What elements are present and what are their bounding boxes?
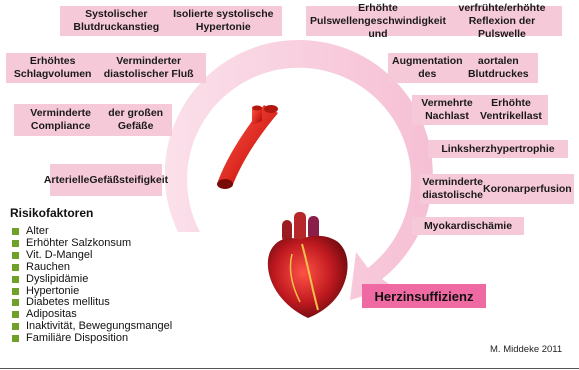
- box-line: Verminderte Compliance: [18, 107, 103, 133]
- outcome-heart-failure: Herzinsuffizienz: [362, 284, 486, 308]
- box-ischemia: Myokardischämie: [412, 217, 524, 235]
- box-line: Myokardischämie: [424, 220, 512, 233]
- box-line: Erhöhte Ventrikellast: [478, 97, 544, 123]
- box-stroke-volume: Erhöhtes Schlagvolumen Verminderter dias…: [6, 53, 206, 83]
- box-line: der großen Gefäße: [103, 107, 168, 133]
- box-line: Linksherzhypertrophie: [441, 143, 554, 156]
- risk-item: Rauchen: [12, 262, 172, 274]
- artery-icon: [200, 95, 285, 195]
- box-compliance: Verminderte Compliance der großen Gefäße: [14, 104, 172, 136]
- box-line: Verminderter diastolischer Fluß: [95, 55, 202, 81]
- box-coronary: Verminderte diastolische Koronarperfusio…: [420, 174, 574, 204]
- box-line: Gefäßsteifigkeit: [89, 174, 168, 187]
- box-line: Erhöhte Pulswellengeschwindigkeit und: [310, 2, 446, 41]
- box-line: verfrühte/erhöhte Reflexion der Pulswell…: [446, 2, 558, 41]
- box-afterload: Vermehrte Nachlast Erhöhte Ventrikellast: [412, 95, 548, 125]
- box-systolic: Systolischer Blutdruckanstieg Isolierte …: [60, 6, 282, 36]
- box-line: Erhöhtes Schlagvolumen: [10, 55, 95, 81]
- risk-item: Vit. D-Mangel: [12, 250, 172, 262]
- box-pwv: Erhöhte Pulswellengeschwindigkeit und ve…: [306, 6, 562, 36]
- box-line: Isolierte systolische Hypertonie: [169, 8, 278, 34]
- box-stiffness: Arterielle Gefäßsteifigkeit: [50, 164, 162, 196]
- risk-factors-list: Alter Erhöhter Salzkonsum Vit. D-Mangel …: [12, 226, 172, 345]
- box-line: Koronarperfusion: [483, 183, 572, 196]
- author-credit: M. Middeke 2011: [490, 344, 562, 355]
- box-line: Arterielle: [44, 174, 90, 187]
- footer-divider: [0, 368, 579, 369]
- risk-item: Familiäre Disposition: [12, 333, 172, 345]
- box-augmentation: Augmentation des aortalen Blutdruckes: [388, 53, 538, 83]
- risk-item: Dyslipidämie: [12, 274, 172, 286]
- box-lvh: Linksherzhypertrophie: [428, 140, 568, 158]
- box-line: Augmentation des: [392, 55, 463, 81]
- risk-factors-title: Risikofaktoren: [10, 206, 93, 220]
- box-line: Verminderte diastolische: [422, 176, 483, 202]
- box-line: Vermehrte Nachlast: [416, 97, 478, 123]
- box-line: aortalen Blutdruckes: [463, 55, 534, 81]
- box-line: Systolischer Blutdruckanstieg: [64, 8, 169, 34]
- heart-icon: [262, 210, 354, 320]
